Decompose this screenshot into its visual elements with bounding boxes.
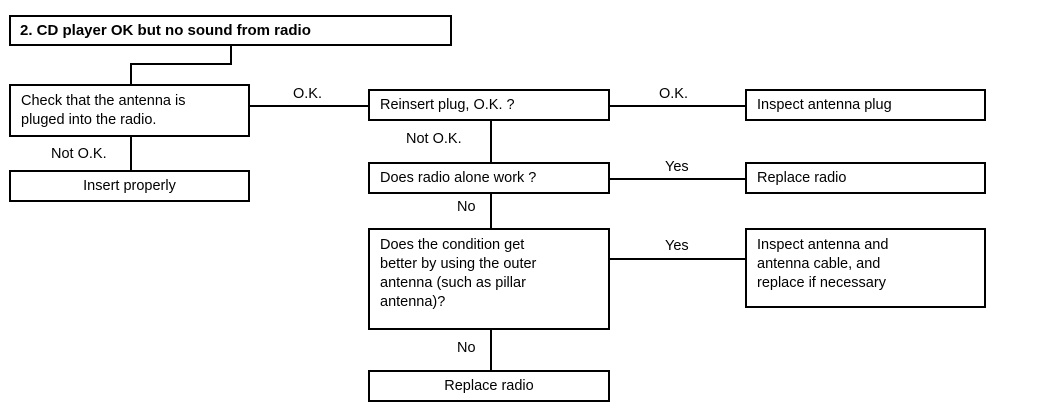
node-outer-antenna: Does the condition get better by using t… xyxy=(368,228,610,330)
connector-outer-no xyxy=(490,330,492,372)
node-replace-radio-top-text: Replace radio xyxy=(757,169,847,186)
node-reinsert-plug: Reinsert plug, O.K. ? xyxy=(368,89,610,121)
connector-outer-yes xyxy=(610,258,747,260)
node-inspect-antenna-plug-text: Inspect antenna plug xyxy=(757,96,892,113)
edge-label-radio-no: No xyxy=(457,199,476,215)
connector-title-across xyxy=(130,63,232,65)
node-inspect-antenna-plug: Inspect antenna plug xyxy=(745,89,986,121)
node-reinsert-plug-text: Reinsert plug, O.K. ? xyxy=(380,96,515,113)
node-outer-antenna-text: Does the condition get better by using t… xyxy=(380,237,537,310)
edge-label-check-not-ok: Not O.K. xyxy=(51,146,107,162)
connector-reinsert-ok xyxy=(610,105,747,107)
connector-title-to-check xyxy=(130,63,132,86)
node-inspect-antenna-cable: Inspect antenna and antenna cable, and r… xyxy=(745,228,986,308)
connector-reinsert-not-ok xyxy=(490,121,492,164)
flowchart-title-text: 2. CD player OK but no sound from radio xyxy=(20,22,311,39)
connector-check-ok xyxy=(250,105,370,107)
edge-label-outer-yes: Yes xyxy=(665,238,689,254)
node-check-antenna-text: Check that the antenna is pluged into th… xyxy=(21,93,186,128)
connector-radio-no xyxy=(490,194,492,230)
node-insert-properly: Insert properly xyxy=(9,170,250,202)
node-insert-properly-text: Insert properly xyxy=(83,177,176,194)
edge-label-radio-yes: Yes xyxy=(665,159,689,175)
node-replace-radio-top: Replace radio xyxy=(745,162,986,194)
node-inspect-antenna-cable-text: Inspect antenna and antenna cable, and r… xyxy=(757,237,889,291)
flowchart-title-box: 2. CD player OK but no sound from radio xyxy=(9,15,452,46)
edge-label-reinsert-not-ok: Not O.K. xyxy=(406,131,462,147)
connector-title-down xyxy=(230,45,232,64)
node-replace-radio-bottom-text: Replace radio xyxy=(444,377,534,394)
edge-label-outer-no: No xyxy=(457,340,476,356)
node-radio-alone-work: Does radio alone work ? xyxy=(368,162,610,194)
node-check-antenna: Check that the antenna is pluged into th… xyxy=(9,84,250,137)
node-radio-alone-work-text: Does radio alone work ? xyxy=(380,169,537,186)
edge-label-reinsert-ok: O.K. xyxy=(659,86,689,102)
edge-label-check-ok: O.K. xyxy=(293,86,323,102)
connector-check-not-ok xyxy=(130,137,132,171)
connector-radio-yes xyxy=(610,178,747,180)
node-replace-radio-bottom: Replace radio xyxy=(368,370,610,402)
